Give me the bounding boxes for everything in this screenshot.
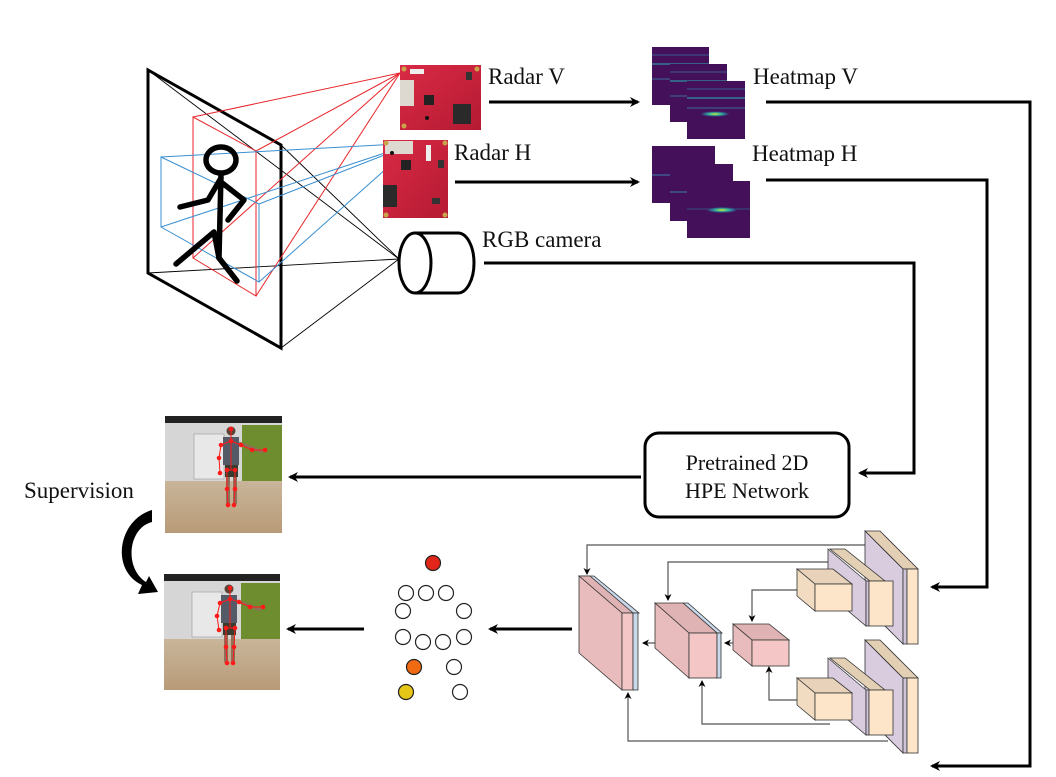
radar-h-board xyxy=(383,140,448,218)
heatmap-h-stack xyxy=(652,146,750,238)
encoder-top xyxy=(795,530,919,645)
skeleton-overlay xyxy=(214,585,266,666)
pretrained-hpe-network-box: Pretrained 2D HPE Network xyxy=(643,431,851,519)
keypoint-r-elbow xyxy=(455,602,473,620)
hpe-label-line2: HPE Network xyxy=(685,478,809,503)
radar-v-label: Radar V xyxy=(488,64,565,89)
keypoint-r-knee xyxy=(445,658,463,676)
keypoint-graph xyxy=(394,554,473,701)
keypoint-r-ankle xyxy=(451,683,469,701)
arrow-heatmap-h-to-encoder xyxy=(766,178,989,592)
decoder-block-medium xyxy=(653,602,724,679)
heatmap-v-stack xyxy=(652,47,745,139)
keypoint-r-wrist xyxy=(455,628,473,646)
heatmap-v-frame-3 xyxy=(687,81,745,139)
stick-figure-icon xyxy=(173,144,247,284)
skip-connections xyxy=(583,544,888,742)
keypoint-l-shoulder xyxy=(397,584,415,602)
heatmap-h-label: Heatmap H xyxy=(752,141,857,166)
radar-h-label: Radar H xyxy=(454,140,531,165)
keypoint-head xyxy=(424,554,442,572)
keypoint-r-hip xyxy=(434,633,452,651)
camera-fov-lines xyxy=(147,69,400,349)
keypoint-neck xyxy=(417,584,435,602)
decoder-block-small xyxy=(731,623,791,667)
rgb-camera-icon xyxy=(397,231,476,295)
keypoint-r-shoulder xyxy=(437,584,455,602)
keypoint-l-knee xyxy=(405,658,423,676)
keypoint-l-wrist xyxy=(394,628,412,646)
heatmap-v-label: Heatmap V xyxy=(753,64,858,89)
skeleton-overlay xyxy=(216,426,268,508)
hpe-label-line1: Pretrained 2D xyxy=(686,450,809,475)
radar-v-fov xyxy=(192,72,401,297)
supervision-label: Supervision xyxy=(24,478,134,503)
supervision-curved-arrow-icon xyxy=(121,510,158,594)
prediction-photo xyxy=(164,574,280,690)
encoder-bottom xyxy=(795,639,919,754)
scene-illustration xyxy=(146,67,416,351)
keypoint-l-elbow xyxy=(394,602,412,620)
radar-v-board xyxy=(400,65,481,130)
arrow-camera-to-hpe xyxy=(484,261,916,478)
arrow-heatmap-v-to-encoder xyxy=(766,100,1032,771)
network-architecture xyxy=(577,530,919,754)
keypoint-l-ankle xyxy=(397,683,415,701)
heatmap-h-frame-3 xyxy=(687,181,750,238)
keypoint-l-hip xyxy=(414,633,432,651)
rgb-camera-label: RGB camera xyxy=(482,227,601,252)
decoder-block-large xyxy=(577,575,641,691)
supervision-photo xyxy=(165,416,282,533)
